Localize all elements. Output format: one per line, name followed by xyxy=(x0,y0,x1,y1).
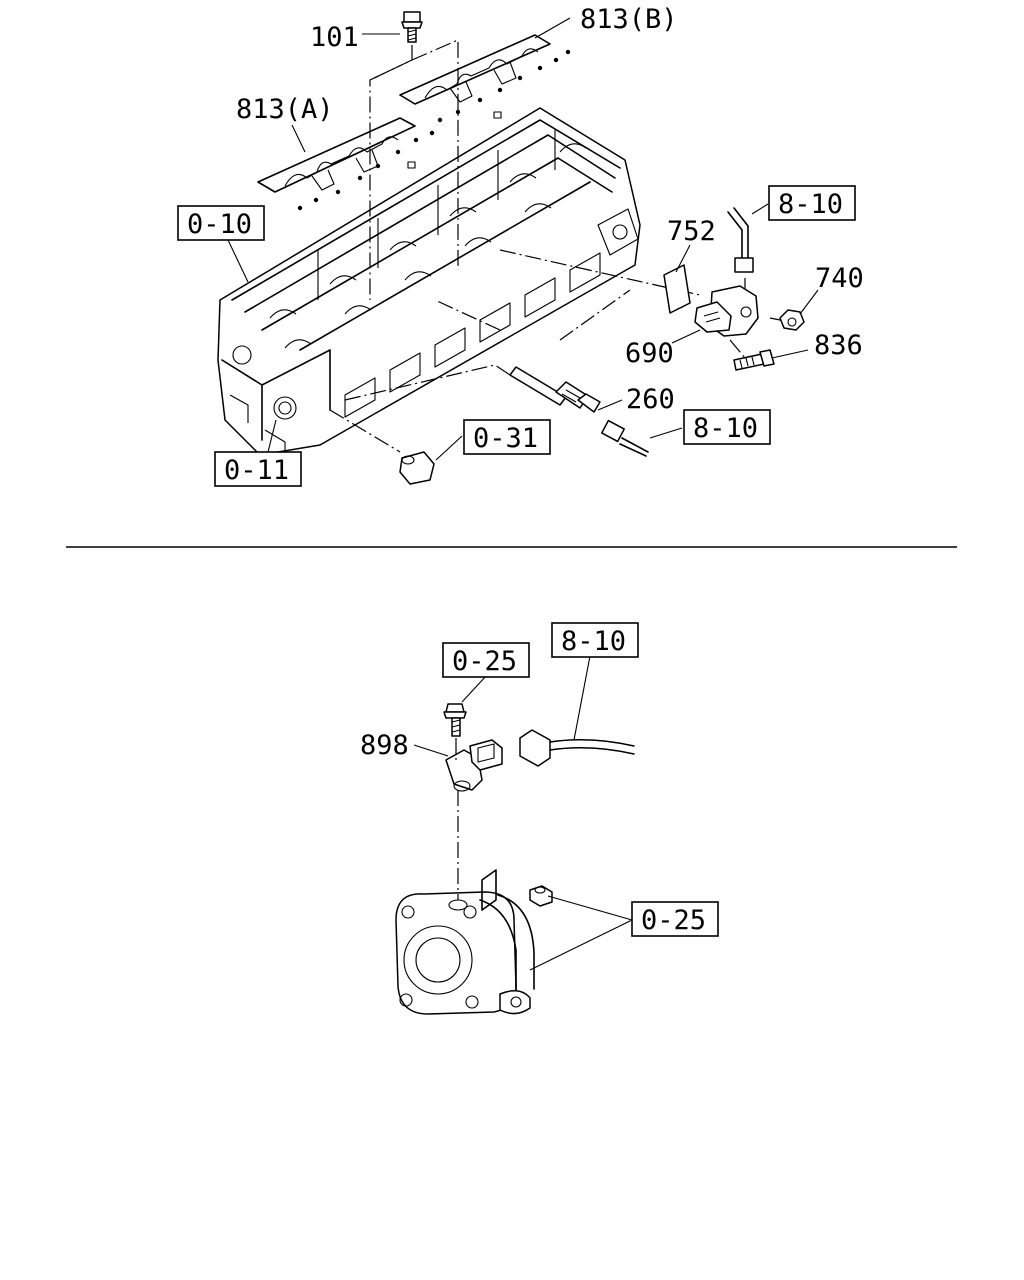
leaders-lower xyxy=(413,655,633,971)
label-752: 752 xyxy=(667,216,716,247)
assembly-lines-lower xyxy=(455,738,459,900)
sensor-898 xyxy=(445,739,503,792)
ref-box-8-10-top[interactable]: 8-10 xyxy=(768,185,856,221)
label-813a: 813(A) xyxy=(236,94,334,125)
ref-8-10-bottom-text: 8-10 xyxy=(561,626,626,657)
intake-ports xyxy=(344,252,601,418)
sensor-690 xyxy=(694,285,759,337)
plug-0-31 xyxy=(399,451,435,485)
ref-box-8-10-bottom[interactable]: 8-10 xyxy=(551,622,639,658)
leaders-upper xyxy=(227,17,819,461)
sensor-260 xyxy=(509,366,601,413)
cylinder-head xyxy=(217,107,641,456)
ref-0-11-text: 0-11 xyxy=(224,455,289,486)
connector-8-10-mid xyxy=(601,419,649,457)
label-740: 740 xyxy=(815,263,864,294)
assembly-lines-upper xyxy=(329,39,791,453)
ref-0-25-top-text: 0-25 xyxy=(452,646,517,677)
ref-0-31-text: 0-31 xyxy=(473,423,538,454)
ref-0-25-side-text: 0-25 xyxy=(641,905,706,936)
ref-box-0-25-side[interactable]: 0-25 xyxy=(631,901,719,937)
label-690: 690 xyxy=(625,338,674,369)
ref-8-10-top-text: 8-10 xyxy=(778,189,843,220)
gasket-752 xyxy=(663,264,691,314)
connector-8-10-top xyxy=(727,207,754,273)
nut-740 xyxy=(779,309,805,331)
gasket-813b xyxy=(399,34,571,123)
bolt-101 xyxy=(401,11,423,43)
label-813b: 813(B) xyxy=(580,4,678,35)
gasket-813a xyxy=(257,117,435,211)
ref-box-8-10-mid[interactable]: 8-10 xyxy=(683,409,771,445)
label-260: 260 xyxy=(626,384,675,415)
label-836: 836 xyxy=(814,330,863,361)
label-898: 898 xyxy=(360,730,409,761)
bolt-0-25 xyxy=(443,703,467,737)
bolt-836 xyxy=(733,349,775,371)
ref-box-0-10[interactable]: 0-10 xyxy=(177,205,265,241)
connector-8-10-bottom xyxy=(519,729,635,767)
ref-8-10-mid-text: 8-10 xyxy=(693,413,758,444)
ref-0-10-text: 0-10 xyxy=(187,209,252,240)
ref-box-0-25-top[interactable]: 0-25 xyxy=(442,642,530,678)
flange-housing xyxy=(395,869,553,1015)
ref-box-0-11[interactable]: 0-11 xyxy=(214,451,302,487)
label-101: 101 xyxy=(310,22,359,53)
ref-box-0-31[interactable]: 0-31 xyxy=(463,419,551,455)
